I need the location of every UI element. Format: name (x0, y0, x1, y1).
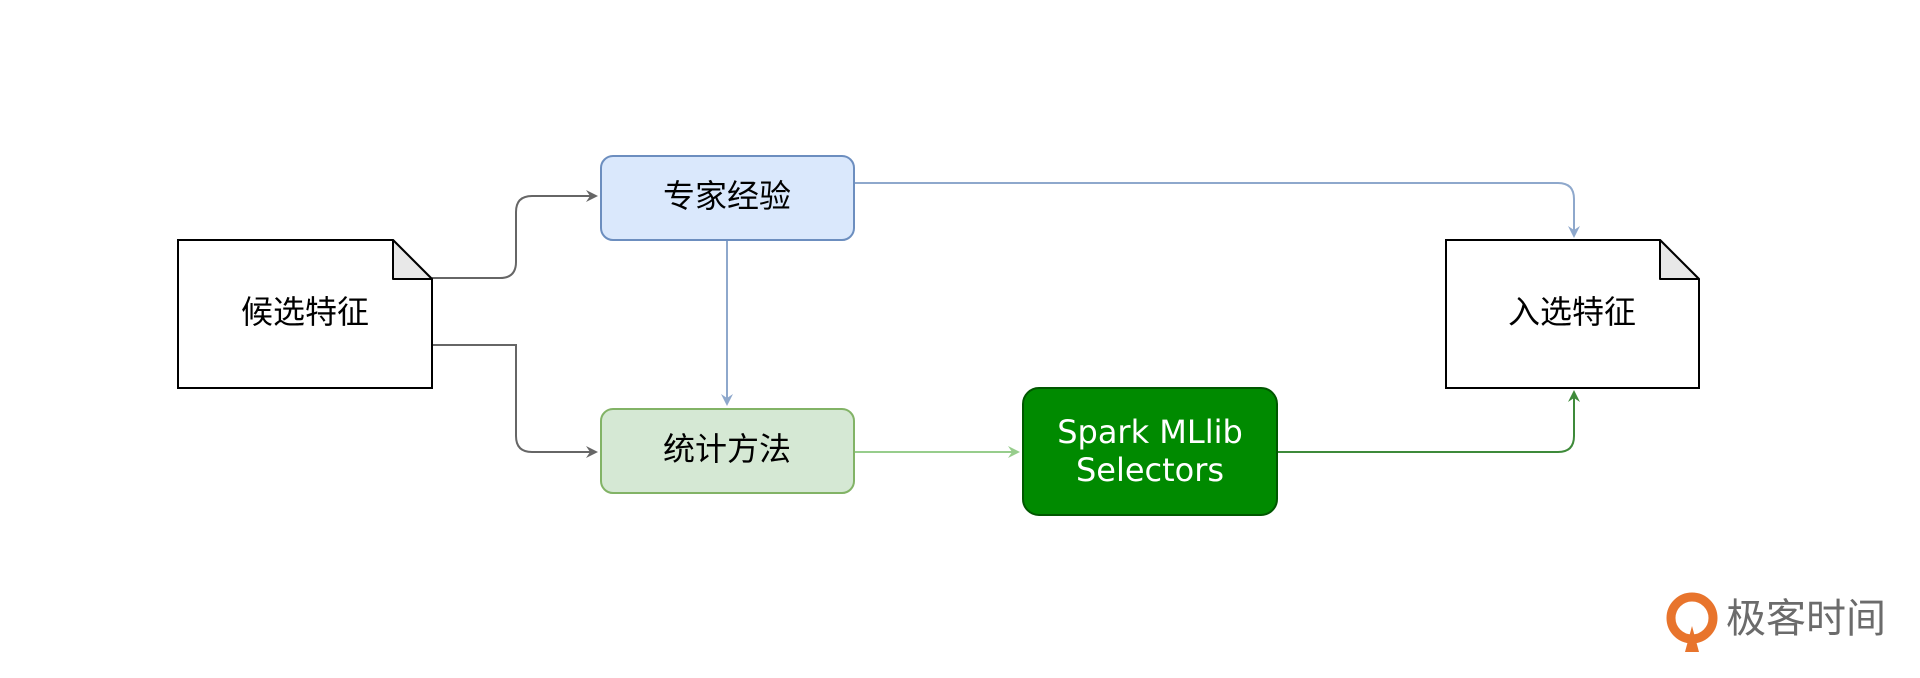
statistical-methods-node: 统计方法 (600, 408, 855, 494)
geektime-logo-text: 极客时间 (1726, 596, 1886, 642)
expert-experience-label: 专家经验 (663, 177, 791, 215)
statistical-methods-label: 统计方法 (663, 430, 791, 468)
candidate-features-label: 候选特征 (241, 293, 369, 331)
expert-experience-node: 专家经验 (600, 155, 855, 241)
edge-expert-to-selected (854, 182, 1580, 238)
edge-spark-to-selected (1277, 390, 1580, 453)
spark-mllib-selectors-node: Spark MLlib Selectors (1022, 387, 1278, 516)
edge-candidate-to-stats (432, 344, 598, 458)
edge-candidate-to-expert (432, 190, 598, 279)
candidate-features-node: 候选特征 (177, 239, 433, 389)
geektime-logo: 极客时间 (1666, 592, 1886, 652)
geektime-logo-icon (1666, 592, 1718, 652)
selected-features-label: 入选特征 (1508, 293, 1636, 331)
spark-mllib-label-line2: Selectors (1076, 451, 1224, 489)
selected-features-node: 入选特征 (1445, 239, 1700, 389)
spark-mllib-label-line1: Spark MLlib (1057, 413, 1243, 451)
